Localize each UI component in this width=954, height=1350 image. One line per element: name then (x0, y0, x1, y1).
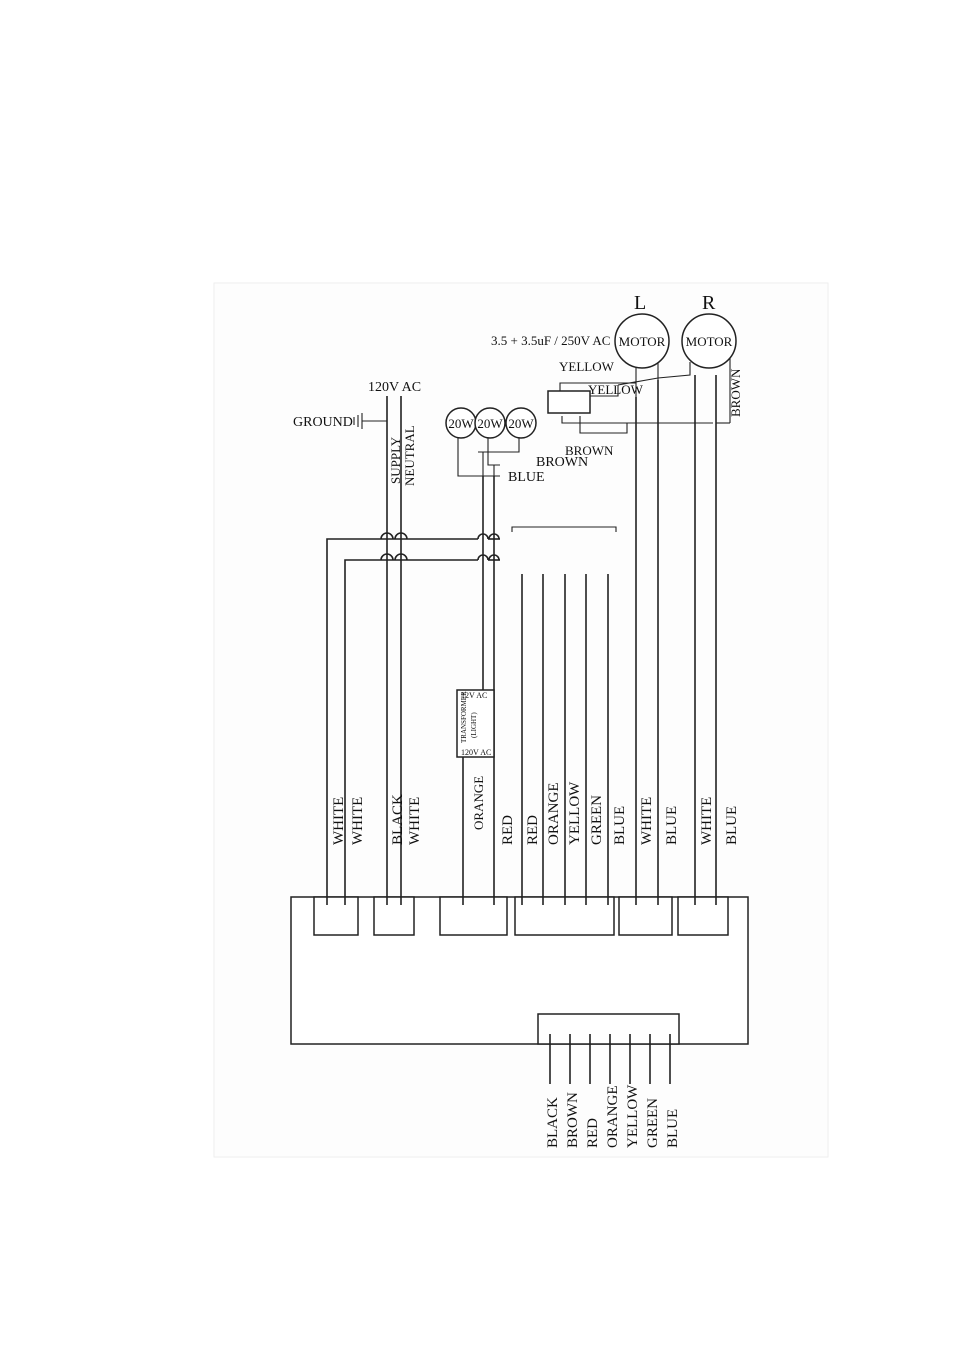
connector-2 (374, 897, 414, 935)
top-wire-label: YELLOW (567, 781, 583, 845)
connector-5 (619, 897, 672, 935)
bottom-wire-label: RED (585, 1118, 601, 1148)
transformer-output-label: 12V AC (461, 691, 487, 700)
connector-1 (314, 897, 358, 935)
bottom-wire-label: YELLOW (625, 1084, 641, 1148)
capacitor-block (548, 391, 590, 413)
motor-left-mark: L (634, 292, 646, 314)
connector-bottom (538, 1014, 679, 1044)
top-wire-label: BLUE (724, 806, 740, 845)
bottom-wire-label: BLUE (665, 1109, 681, 1148)
lamp-1-label: 20W (448, 416, 474, 431)
top-wire-label: WHITE (639, 797, 655, 845)
lamp-2-label: 20W (477, 416, 503, 431)
motor-yellow-label-2: YELLOW (588, 382, 644, 397)
motor-brown-label-right: BROWN (728, 368, 743, 417)
top-wire-label: RED (525, 815, 541, 845)
connector-3 (440, 897, 507, 935)
transformer-subtitle: (LIGHT) (470, 712, 478, 738)
connector-6 (678, 897, 728, 935)
transformer-input-label: 120V AC (461, 748, 491, 757)
motor-brown-label-left: BROWN (565, 443, 614, 458)
motor-yellow-label-1: YELLOW (559, 359, 615, 374)
lamp-blue-label: BLUE (508, 470, 545, 485)
top-wire-label: ORANGE (471, 776, 486, 830)
motor-left-label: MOTOR (619, 334, 666, 349)
lamp-3-label: 20W (508, 416, 534, 431)
top-wire-label: WHITE (407, 797, 423, 845)
top-wire-label: RED (500, 815, 516, 845)
top-wire-label: WHITE (331, 797, 347, 845)
motor-right-label: MOTOR (686, 334, 733, 349)
bottom-wire-label: GREEN (645, 1098, 661, 1148)
neutral-label: NEUTRAL (402, 425, 417, 486)
supply-label: SUPPLY (388, 436, 403, 484)
bottom-wire-label: BROWN (565, 1092, 581, 1148)
top-wire-label: GREEN (589, 795, 605, 845)
top-wire-label: WHITE (699, 797, 715, 845)
top-wire-label: BLUE (664, 806, 680, 845)
top-wire-label: BLACK (390, 794, 406, 845)
top-wire-label: WHITE (350, 797, 366, 845)
top-wire-label: ORANGE (546, 783, 562, 846)
supply-voltage-label: 120V AC (368, 380, 421, 395)
motor-right-mark: R (702, 292, 716, 314)
bottom-wire-label: ORANGE (605, 1086, 621, 1149)
ground-label: GROUND (293, 415, 353, 430)
top-wire-label: BLUE (612, 806, 628, 845)
bottom-wire-label: BLACK (545, 1097, 561, 1148)
capacitor-label: 3.5 + 3.5uF / 250V AC (491, 333, 610, 348)
